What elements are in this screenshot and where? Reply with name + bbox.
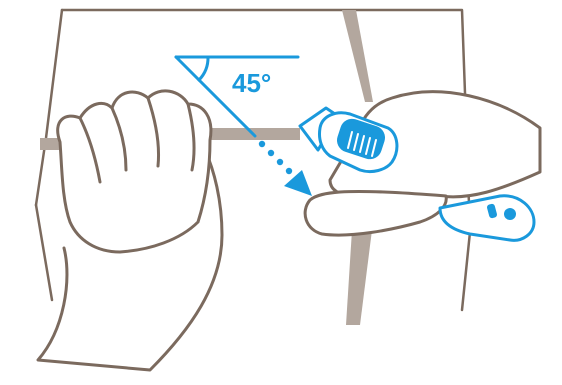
angle-label: 45°	[232, 68, 271, 98]
left-hand-icon	[36, 89, 224, 372]
angle-marker-icon: 45°	[174, 55, 300, 138]
cutter-body-lower	[438, 194, 536, 242]
right-thumb	[303, 189, 448, 237]
packing-tape	[40, 10, 373, 325]
box-cutter-icon	[298, 106, 536, 242]
tape-vertical-strip	[342, 10, 373, 102]
tape-vertical-strip-lower	[346, 230, 372, 325]
tape-horizontal-strip	[40, 138, 64, 150]
left-fist	[56, 89, 213, 254]
cut-direction-arrow-icon	[258, 140, 312, 196]
